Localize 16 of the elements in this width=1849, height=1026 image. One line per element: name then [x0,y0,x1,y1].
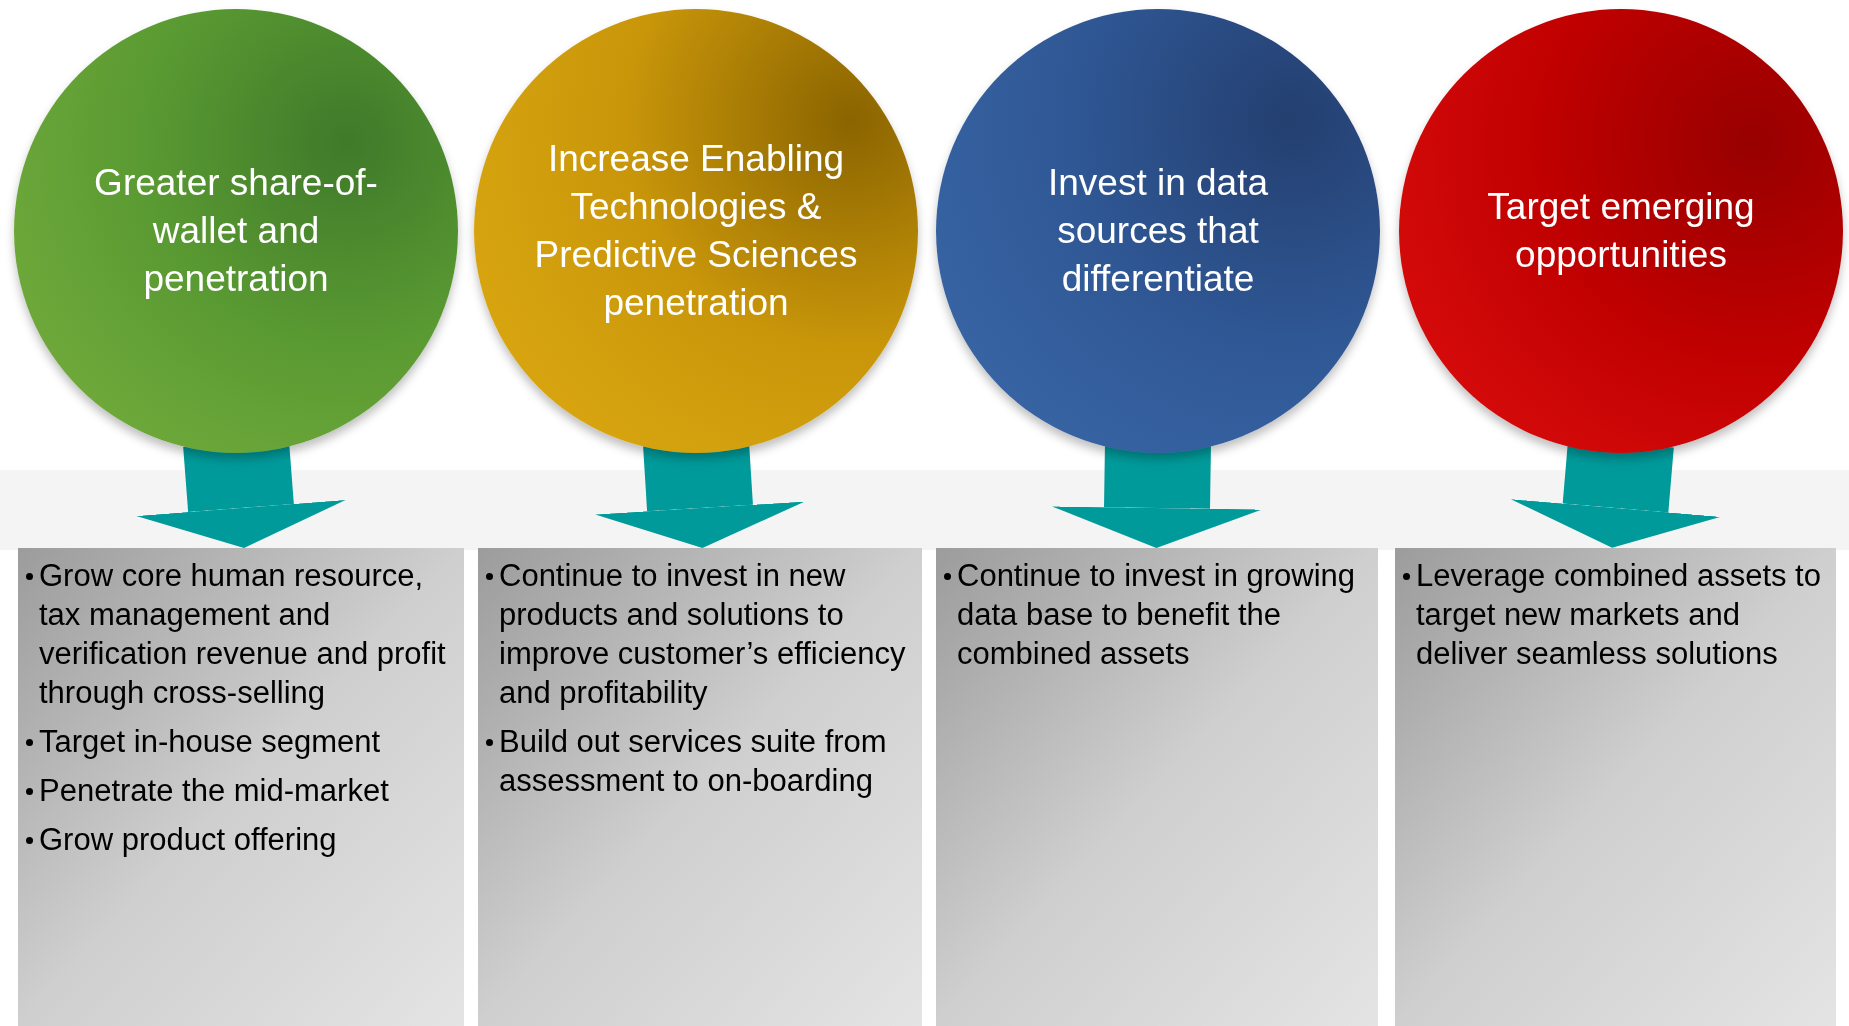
bullet-panel [18,548,464,1026]
goal-title: Target emerging opportunities [1486,185,1756,277]
bullet-panel [1395,548,1836,1026]
bullet-text: Grow core human resource, tax management and verification revenue and profit through cross-selling [39,557,447,712]
bullet-text: Continue to invest in new products and solutions to improve customer’s efficiency and profitability [499,557,907,712]
bullet-text: Continue to invest in growing data base to benefit the combined assets [957,557,1357,673]
bullet-text: Target in-house segment [39,723,381,761]
goal-title: Invest in data sources that differentiate [1046,161,1270,301]
bullet-text: Grow product offering [39,821,337,859]
bullet-text: Leverage combined assets to target new markets and deliver seamless solutions [1416,557,1822,673]
goal-title: Greater share-of-wallet and penetration [93,161,379,301]
bullet-panel [478,548,922,1026]
goal-title: Increase Enabling Technologies & Predictive Sciences penetration [534,137,858,325]
bullet-panel [936,548,1378,1026]
bullet-text: Build out services suite from assessment to on-boarding [499,723,888,800]
bullet-text: Penetrate the mid-market [39,772,389,810]
